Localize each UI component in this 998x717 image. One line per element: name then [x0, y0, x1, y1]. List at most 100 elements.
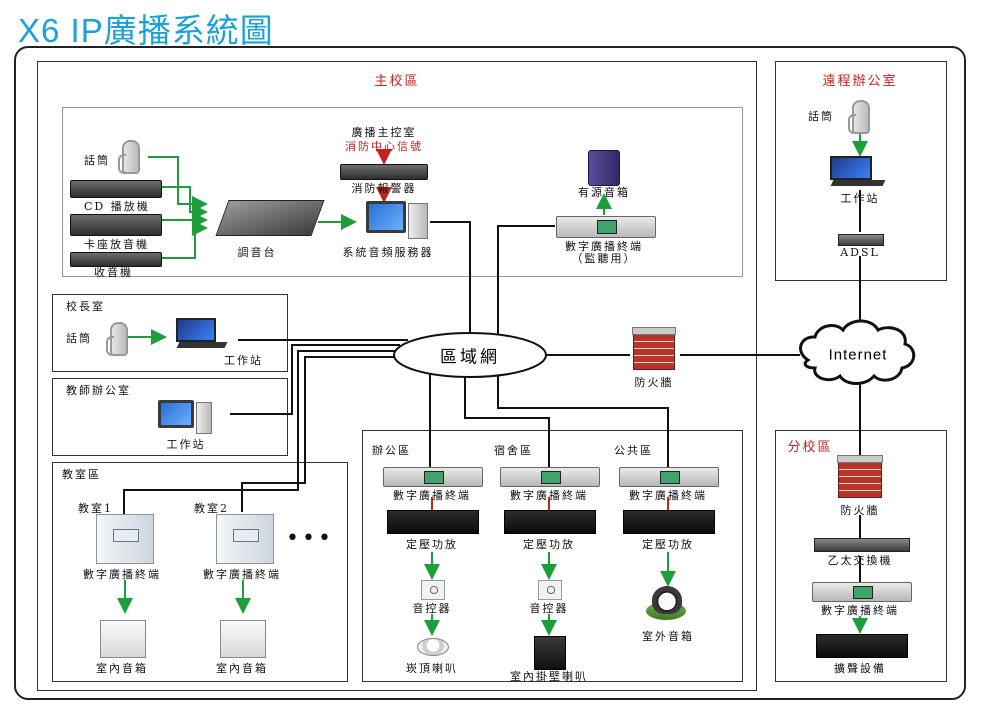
internet-cloud: [799, 319, 916, 385]
zone-office-speaker-label: 崁頂喇叭: [406, 662, 458, 675]
principal-laptop-base: [176, 342, 228, 348]
zone-dorm-terminal-label: 數字廣播終端: [510, 489, 588, 502]
branch-terminal-label: 數字廣播終端: [821, 604, 899, 617]
zone-dorm-amp-label: 定壓功放: [523, 538, 575, 551]
principal-handset-label: 話筒: [66, 332, 92, 345]
lan-label: 區域網: [440, 347, 500, 368]
diagram-title: X6 IP廣播系統圖: [18, 12, 274, 49]
more-classrooms-ellipsis: •••: [286, 526, 334, 551]
zone-dorm-amp-icon: [504, 510, 596, 534]
firewall-icon: [632, 327, 676, 370]
lan-ellipse: [393, 332, 547, 378]
pa-equipment-icon: [816, 634, 908, 658]
wall-speaker-icon: [534, 636, 566, 670]
zone-public-name: 公共區: [614, 444, 653, 457]
main-campus-heading: 主校區: [374, 74, 420, 89]
monitor-terminal-icon: [556, 216, 656, 238]
mixer-label: 調音台: [237, 246, 277, 259]
teacher-workstation-label: 工作站: [166, 438, 206, 451]
monitor-note-label: （監聽用）: [571, 252, 637, 265]
zone-office-amp-icon: [387, 510, 479, 534]
zone-office-amp-label: 定壓功放: [406, 538, 458, 551]
classroom-2-terminal-icon: [216, 514, 274, 564]
classroom-1-name: 教室1: [78, 502, 113, 515]
ethernet-switch-icon: [814, 538, 910, 552]
switch-label: 乙太交換機: [827, 554, 893, 567]
branch-firewall-label: 防火牆: [840, 504, 880, 517]
remote-handset-label: 話筒: [808, 110, 834, 123]
principal-laptop-icon: [176, 318, 216, 342]
active-speaker-icon: [588, 150, 620, 186]
classroom-region: [52, 462, 348, 682]
zone-office-name: 辦公區: [372, 444, 411, 457]
remote-laptop-icon: [830, 156, 872, 180]
ceiling-speaker-icon: [417, 638, 449, 656]
branch-firewall-icon: [837, 455, 883, 498]
classroom-1-speaker-label: 室內音箱: [96, 662, 148, 675]
mixer-icon: [215, 200, 325, 236]
zone-public-amp-icon: [623, 510, 715, 534]
classroom-2-speaker-label: 室內音箱: [216, 662, 268, 675]
server-monitor-icon: [366, 201, 406, 233]
zone-dorm-name: 宿舍區: [494, 444, 533, 457]
zone-dorm-control-icon: [538, 580, 562, 600]
zone-dorm-speaker-label: 室內掛壁喇叭: [510, 670, 588, 683]
server-label: 系統音頻服務器: [342, 246, 434, 259]
classroom-1-terminal-icon: [96, 514, 154, 564]
classroom-2-terminal-label: 數字廣播終端: [203, 568, 281, 581]
fire-alarm-label: 消防報警器: [351, 182, 417, 195]
classroom-2-name: 教室2: [194, 502, 229, 515]
cd-player-icon: [70, 180, 162, 198]
zone-office-terminal-icon: [383, 467, 483, 487]
teacher-case-icon: [196, 402, 212, 434]
adsl-label: ADSL: [840, 246, 880, 259]
active-speaker-label: 有源音箱: [578, 186, 630, 199]
zone-public-terminal-icon: [619, 467, 719, 487]
arrow-cd-mixer: [160, 186, 208, 220]
system-frame: [14, 46, 966, 700]
arrow-radio-mixer: [160, 220, 208, 259]
main-campus-region: [37, 61, 757, 691]
firewall-label: 防火牆: [634, 376, 674, 389]
principal-heading: 校長室: [66, 300, 105, 313]
principal-workstation-label: 工作站: [224, 354, 263, 367]
remote-laptop-base: [830, 180, 886, 186]
classroom-1-speaker-icon: [100, 620, 146, 658]
zone-public-amp-label: 定壓功放: [642, 538, 694, 551]
branch-heading: 分校區: [787, 440, 833, 455]
remote-workstation-label: 工作站: [840, 192, 880, 205]
server-case-icon: [408, 203, 428, 239]
principal-office-region: [52, 294, 288, 372]
cd-label: CD 播放機: [84, 200, 150, 213]
branch-terminal-icon: [812, 582, 912, 602]
remote-handset-icon: [848, 100, 870, 134]
fire-signal-label: 消防中心信號: [345, 140, 423, 153]
adsl-modem-icon: [838, 234, 884, 246]
zone-dorm-control-label: 音控器: [529, 602, 569, 615]
radio-icon: [70, 252, 162, 267]
principal-handset-icon: [106, 322, 128, 356]
zone-region: [362, 430, 743, 682]
internet-label: Internet: [828, 346, 888, 364]
fire-alarm-icon: [340, 164, 428, 180]
outdoor-speaker-icon: [652, 586, 682, 614]
radio-label: 收音機: [94, 266, 133, 279]
zone-office-control-icon: [421, 580, 445, 600]
pa-label: 擴聲設備: [834, 662, 886, 675]
classroom-heading: 教室區: [62, 468, 101, 481]
control-room-label: 廣播主控室: [351, 126, 417, 139]
handset-icon: [118, 140, 140, 174]
zone-dorm-terminal-icon: [500, 467, 600, 487]
classroom-1-terminal-label: 數字廣播終端: [83, 568, 161, 581]
zone-public-terminal-label: 數字廣播終端: [629, 489, 707, 502]
cassette-label: 卡座放音機: [84, 238, 149, 251]
zone-office-terminal-label: 數字廣播終端: [393, 489, 471, 502]
teacher-heading: 教師辦公室: [66, 384, 131, 397]
remote-office-heading: 遠程辦公室: [822, 74, 898, 89]
main-handset-label: 話筒: [84, 154, 110, 167]
classroom-2-speaker-icon: [220, 620, 266, 658]
cassette-deck-icon: [70, 214, 162, 236]
zone-office-control-label: 音控器: [412, 602, 452, 615]
main-control-area: [62, 107, 743, 277]
